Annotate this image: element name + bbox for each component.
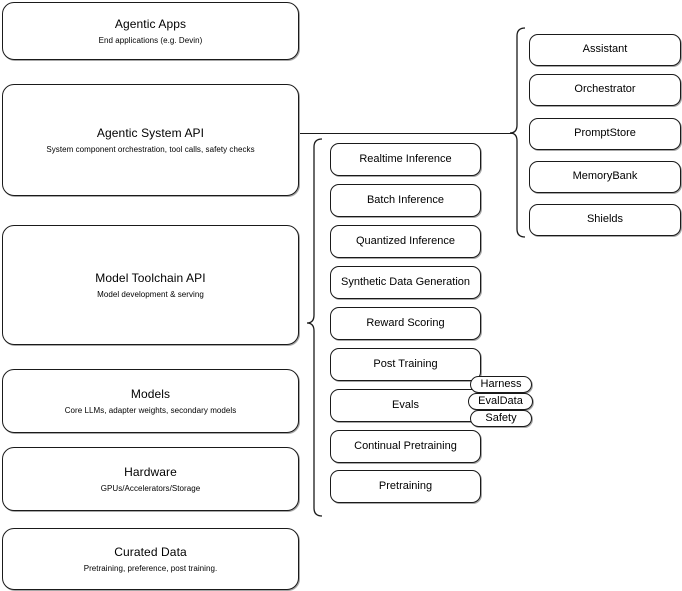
stack-layer-curated-data[interactable]: Curated Data Pretraining, preference, po…: [2, 528, 299, 590]
eval-badge-label: Safety: [485, 411, 517, 424]
toolchain-item-label: Reward Scoring: [366, 316, 445, 329]
stack-layer-title: Curated Data: [114, 544, 187, 559]
eval-badge-evaldata[interactable]: EvalData: [468, 393, 533, 410]
toolchain-item-label: Synthetic Data Generation: [340, 275, 471, 288]
toolchain-item-pretraining[interactable]: Pretraining: [330, 470, 481, 503]
system-item-memorybank[interactable]: MemoryBank: [529, 161, 681, 193]
stack-layer-model-toolchain-api[interactable]: Model Toolchain API Model development & …: [2, 225, 299, 345]
system-item-orchestrator[interactable]: Orchestrator: [529, 74, 681, 106]
stack-layer-agentic-apps[interactable]: Agentic Apps End applications (e.g. Devi…: [2, 2, 299, 60]
toolchain-item-post-training[interactable]: Post Training: [330, 348, 481, 381]
system-item-promptstore[interactable]: PromptStore: [529, 118, 681, 150]
stack-layer-hardware[interactable]: Hardware GPUs/Accelerators/Storage: [2, 447, 299, 511]
toolchain-item-label: Realtime Inference: [359, 152, 452, 165]
toolchain-item-synthetic-data-generation[interactable]: Synthetic Data Generation: [330, 266, 481, 299]
toolchain-item-continual-pretraining[interactable]: Continual Pretraining: [330, 430, 481, 463]
stack-layer-title: Model Toolchain API: [95, 270, 206, 285]
toolchain-item-quantized-inference[interactable]: Quantized Inference: [330, 225, 481, 258]
toolchain-item-label: Continual Pretraining: [354, 439, 457, 452]
system-item-label: MemoryBank: [572, 170, 638, 183]
stack-layer-subtitle: Core LLMs, adapter weights, secondary mo…: [64, 405, 237, 415]
stack-layer-title: Agentic System API: [96, 125, 205, 140]
eval-badge-label: Harness: [480, 377, 522, 390]
toolchain-item-realtime-inference[interactable]: Realtime Inference: [330, 143, 481, 176]
toolchain-item-batch-inference[interactable]: Batch Inference: [330, 184, 481, 217]
system-item-shields[interactable]: Shields: [529, 204, 681, 236]
system-item-assistant[interactable]: Assistant: [529, 34, 681, 66]
toolchain-item-label: Quantized Inference: [355, 234, 456, 247]
stack-layer-subtitle: Pretraining, preference, post training.: [83, 563, 218, 573]
stack-layer-subtitle: System component orchestration, tool cal…: [46, 144, 255, 154]
toolchain-item-label: Evals: [392, 398, 419, 411]
stack-layer-subtitle: End applications (e.g. Devin): [98, 35, 203, 45]
toolchain-item-label: Batch Inference: [366, 193, 445, 206]
system-item-label: Assistant: [582, 43, 628, 56]
system-item-label: Orchestrator: [574, 83, 636, 96]
stack-layer-title: Agentic Apps: [114, 16, 187, 31]
stack-layer-agentic-system-api[interactable]: Agentic System API System component orch…: [2, 84, 299, 196]
toolchain-item-label: Post Training: [373, 357, 438, 370]
eval-badge-label: EvalData: [478, 394, 523, 407]
system-item-label: Shields: [586, 213, 624, 226]
stack-layer-subtitle: GPUs/Accelerators/Storage: [100, 483, 201, 493]
eval-badge-harness[interactable]: Harness: [470, 376, 532, 393]
brace-system-components: [509, 27, 526, 238]
system-item-label: PromptStore: [574, 127, 636, 140]
brace-toolchain: [306, 138, 323, 517]
connector-system-api-to-components: [300, 133, 513, 134]
eval-badge-safety[interactable]: Safety: [470, 410, 532, 427]
toolchain-item-label: Pretraining: [378, 479, 433, 492]
stack-layer-subtitle: Model development & serving: [97, 289, 204, 299]
stack-layer-title: Models: [130, 386, 171, 401]
stack-layer-title: Hardware: [124, 464, 177, 479]
stack-layer-models[interactable]: Models Core LLMs, adapter weights, secon…: [2, 369, 299, 433]
toolchain-item-reward-scoring[interactable]: Reward Scoring: [330, 307, 481, 340]
toolchain-item-evals[interactable]: Evals: [330, 389, 481, 422]
